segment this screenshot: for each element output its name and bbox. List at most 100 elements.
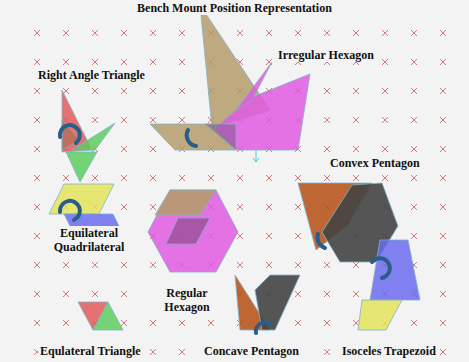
shape-label: Concave Pentagon [202, 344, 301, 358]
pentagon-trapezoid-tiles [298, 183, 420, 330]
grid-mark [63, 291, 69, 297]
grid-mark [324, 88, 330, 94]
grid-mark [237, 204, 243, 210]
grid-mark [440, 117, 446, 123]
irregular-hexagon-tiles [150, 5, 310, 150]
grid-mark [324, 175, 330, 181]
right-triangle-tiles [62, 90, 115, 182]
grid-mark [411, 30, 417, 36]
grid-mark [63, 59, 69, 65]
grid-mark [92, 59, 98, 65]
grid-mark [440, 146, 446, 152]
grid-mark [92, 88, 98, 94]
grid-mark [237, 175, 243, 181]
grid-mark [121, 146, 127, 152]
shape-label: Irregular Hexagon [276, 48, 376, 62]
grid-mark [121, 262, 127, 268]
grid-mark [324, 291, 330, 297]
grid-mark [237, 30, 243, 36]
grid-mark [237, 233, 243, 239]
grid-mark [150, 30, 156, 36]
grid-mark [179, 30, 185, 36]
grid-mark [34, 146, 40, 152]
grid-mark [92, 30, 98, 36]
grid-mark [411, 59, 417, 65]
grid-mark [34, 320, 40, 326]
regular-hexagon-tiles [148, 190, 238, 272]
grid-mark [411, 175, 417, 181]
grid-mark [440, 320, 446, 326]
grid-mark [382, 117, 388, 123]
grid-mark [121, 117, 127, 123]
grid-mark [353, 175, 359, 181]
grid-mark [382, 59, 388, 65]
grid-mark [324, 262, 330, 268]
grid-mark [353, 30, 359, 36]
grid-mark [121, 59, 127, 65]
grid-mark [34, 262, 40, 268]
grid-mark [411, 320, 417, 326]
grid-mark [121, 291, 127, 297]
grid-mark [353, 262, 359, 268]
grid-mark [382, 175, 388, 181]
shape-label: Equlateral Triangle [38, 344, 143, 358]
grid-mark [411, 146, 417, 152]
grid-mark [266, 204, 272, 210]
grid-mark [179, 117, 185, 123]
grid-mark [440, 175, 446, 181]
grid-mark [63, 30, 69, 36]
grid-mark [150, 349, 156, 355]
grid-mark [150, 175, 156, 181]
grid-mark [411, 117, 417, 123]
grid-mark [34, 175, 40, 181]
grid-mark [353, 291, 359, 297]
diagram-title: Bench Mount Position Representation [135, 1, 334, 15]
grid-mark [208, 175, 214, 181]
grid-mark [295, 175, 301, 181]
grid-mark [324, 320, 330, 326]
grid-mark [440, 59, 446, 65]
grid-mark [324, 146, 330, 152]
grid-mark [179, 88, 185, 94]
grid-mark [295, 233, 301, 239]
grid-mark [179, 59, 185, 65]
grid-mark [440, 88, 446, 94]
grid-mark [295, 30, 301, 36]
grid-mark [295, 262, 301, 268]
small-arrow [253, 150, 259, 162]
shape-label: Right Angle Triangle [36, 68, 147, 82]
grid-mark [440, 204, 446, 210]
grid-mark [150, 88, 156, 94]
shape-label: Isoceles Trapezoid [340, 344, 438, 358]
grid-mark [34, 30, 40, 36]
grid-mark [411, 233, 417, 239]
grid-mark [34, 291, 40, 297]
grid-mark [440, 30, 446, 36]
grid-mark [92, 175, 98, 181]
grid-mark [266, 30, 272, 36]
grid-mark [150, 117, 156, 123]
grid-mark [63, 175, 69, 181]
grid-mark [382, 146, 388, 152]
grid-mark [150, 59, 156, 65]
shape-label: Equilateral Quadrilateral [40, 226, 138, 254]
grid-mark [440, 262, 446, 268]
grid-mark [324, 349, 330, 355]
grid-mark [353, 146, 359, 152]
grid-mark [295, 320, 301, 326]
equilateral-triangle-tiles [78, 302, 123, 330]
grid-mark [34, 59, 40, 65]
grid-mark [382, 88, 388, 94]
grid-mark [179, 320, 185, 326]
grid-mark [121, 175, 127, 181]
grid-mark [150, 146, 156, 152]
grid-mark [92, 117, 98, 123]
grid-mark [92, 262, 98, 268]
grid-mark [121, 204, 127, 210]
grid-mark [150, 320, 156, 326]
grid-mark [295, 291, 301, 297]
grid-mark [179, 175, 185, 181]
grid-mark [121, 88, 127, 94]
grid-mark [179, 349, 185, 355]
grid-mark [237, 262, 243, 268]
